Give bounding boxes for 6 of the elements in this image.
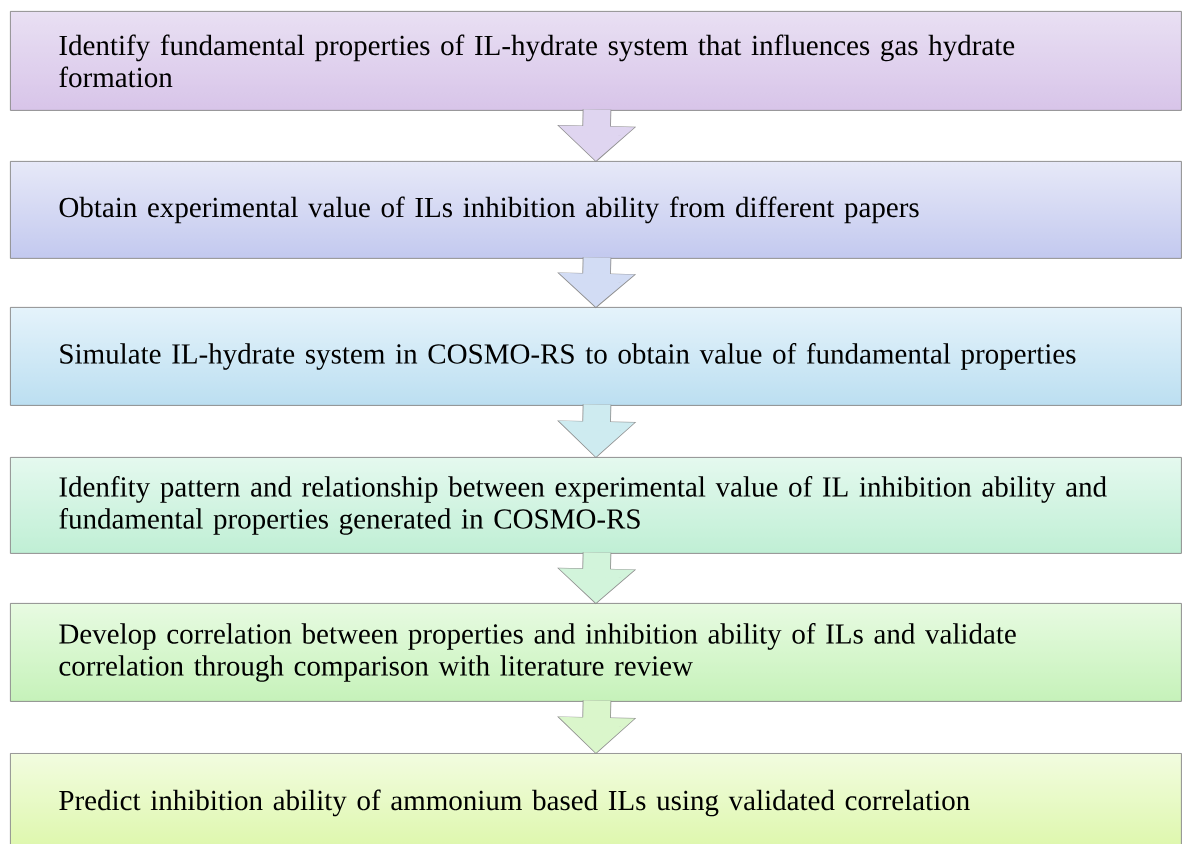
- process-box: Idenfity pattern and relationship between experimental value of IL inhibition ability and fundamental properties generated in COSMO-RS: [10, 457, 1182, 554]
- process-box: Develop correlation between properties and inhibition ability of ILs and validate correlation through comparison with literature review: [10, 603, 1182, 702]
- process-box: Identify fundamental properties of IL-hydrate system that influences gas hydrate formation: [10, 11, 1182, 111]
- process-box: Simulate IL-hydrate system in COSMO-RS to obtain value of fundamental properties: [10, 307, 1182, 406]
- process-box: Obtain experimental value of ILs inhibition ability from different papers: [10, 161, 1182, 259]
- process-box: Predict inhibition ability of ammonium based ILs using validated correlation: [10, 753, 1182, 844]
